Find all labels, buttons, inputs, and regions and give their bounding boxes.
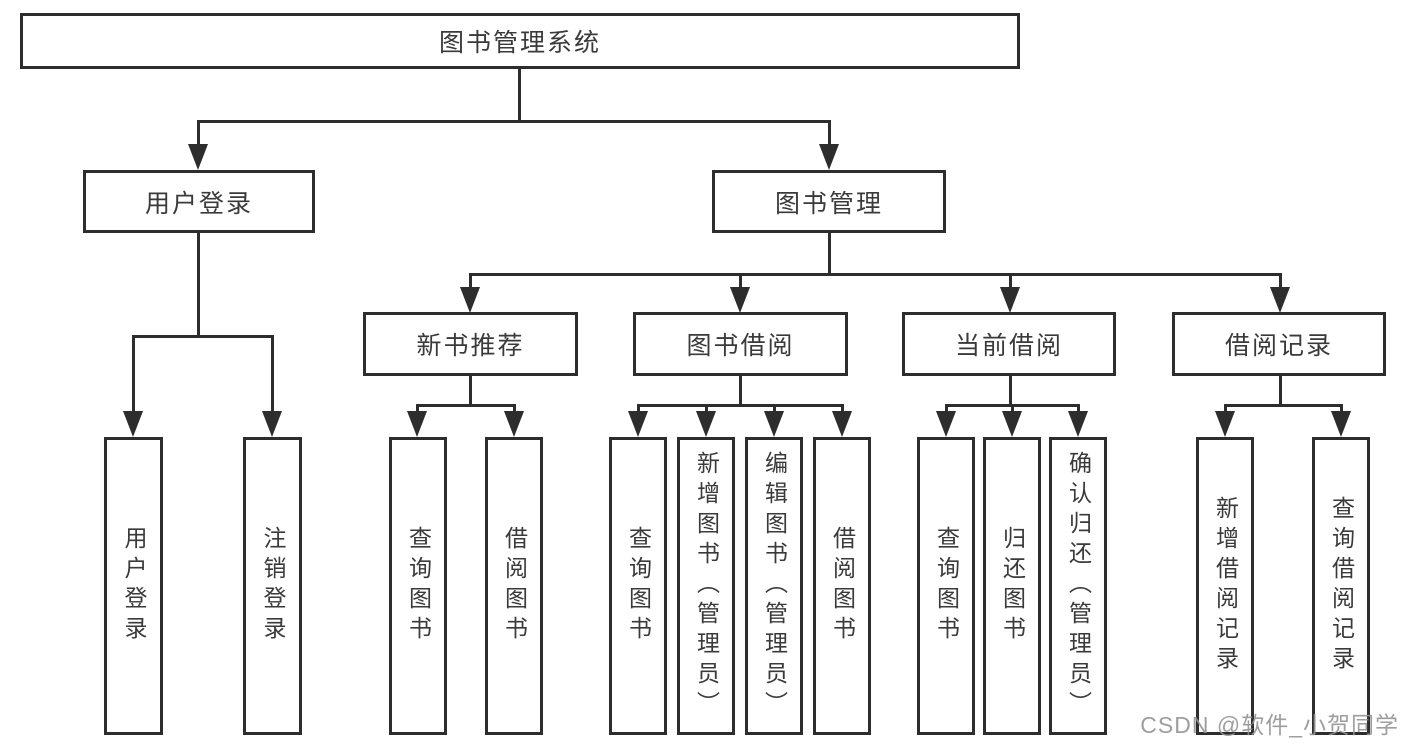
connector-vline bbox=[469, 273, 472, 291]
connector-vline bbox=[828, 233, 831, 273]
connector-vline bbox=[1009, 376, 1012, 404]
arrow-down-icon bbox=[696, 411, 716, 437]
node-leaf-edit-books-admin: 编辑图书（管理员） bbox=[745, 437, 803, 735]
arrow-down-icon bbox=[407, 411, 427, 437]
connector-vline bbox=[1340, 404, 1343, 416]
connector-vline bbox=[518, 69, 521, 120]
node-leaf-add-borrow-record: 新增借阅记录 bbox=[1196, 437, 1254, 735]
csdn-watermark: CSDN @软件_小贺同学 bbox=[1140, 712, 1399, 738]
connector-vline bbox=[1077, 404, 1080, 416]
node-leaf-borrow-books-recommend: 借阅图书 bbox=[485, 437, 543, 735]
node-leaf-add-books-admin: 新增图书（管理员） bbox=[677, 437, 735, 735]
node-leaf-query-borrow-record: 查询借阅记录 bbox=[1312, 437, 1370, 735]
arrow-down-icon bbox=[832, 411, 852, 437]
arrow-down-icon bbox=[819, 144, 839, 170]
node-book-borrowing: 图书借阅 bbox=[633, 312, 848, 376]
arrow-down-icon bbox=[460, 287, 480, 313]
connector-vline bbox=[132, 335, 135, 415]
arrow-down-icon bbox=[730, 287, 750, 313]
connector-vline bbox=[705, 404, 708, 416]
connector-vline bbox=[841, 404, 844, 416]
arrow-down-icon bbox=[123, 411, 143, 437]
node-current-borrowing: 当前借阅 bbox=[902, 312, 1116, 376]
connector-vline bbox=[828, 120, 831, 150]
connector-vline bbox=[945, 404, 948, 416]
node-leaf-query-books-recommend: 查询图书 bbox=[389, 437, 447, 735]
connector-vline bbox=[197, 233, 200, 335]
arrow-down-icon bbox=[504, 411, 524, 437]
arrow-down-icon bbox=[1270, 287, 1290, 313]
arrow-down-icon bbox=[1331, 411, 1351, 437]
node-leaf-query-books-borrowing: 查询图书 bbox=[609, 437, 667, 735]
connector-vline bbox=[513, 404, 516, 416]
connector-hline bbox=[637, 404, 844, 407]
connector-vline bbox=[271, 335, 274, 415]
connector-vline bbox=[739, 376, 742, 404]
arrow-down-icon bbox=[1215, 411, 1235, 437]
connector-vline bbox=[637, 404, 640, 416]
connector-hline bbox=[197, 120, 830, 123]
connector-hline bbox=[132, 335, 273, 338]
arrow-down-icon bbox=[1000, 287, 1020, 313]
node-borrowing-records: 借阅记录 bbox=[1172, 312, 1386, 376]
node-user-login: 用户登录 bbox=[83, 170, 315, 233]
connector-vline bbox=[1279, 273, 1282, 291]
node-new-book-recommendation: 新书推荐 bbox=[363, 312, 578, 376]
arrow-down-icon bbox=[262, 411, 282, 437]
connector-vline bbox=[1279, 376, 1282, 404]
arrow-down-icon bbox=[764, 411, 784, 437]
node-leaf-confirm-return-admin: 确认归还（管理员） bbox=[1049, 437, 1107, 735]
arrow-down-icon bbox=[1002, 411, 1022, 437]
connector-hline bbox=[416, 404, 516, 407]
node-book-management: 图书管理 bbox=[712, 170, 946, 233]
node-library-management-system: 图书管理系统 bbox=[20, 13, 1020, 69]
arrow-down-icon bbox=[188, 144, 208, 170]
node-leaf-logout: 注销登录 bbox=[243, 437, 302, 735]
connector-vline bbox=[416, 404, 419, 416]
connector-vline bbox=[469, 376, 472, 404]
connector-vline bbox=[739, 273, 742, 291]
node-leaf-user-login: 用户登录 bbox=[104, 437, 163, 735]
connector-hline bbox=[469, 273, 1281, 276]
connector-vline bbox=[1011, 404, 1014, 416]
arrow-down-icon bbox=[936, 411, 956, 437]
node-leaf-return-books: 归还图书 bbox=[983, 437, 1041, 735]
connector-hline bbox=[1224, 404, 1343, 407]
connector-vline bbox=[773, 404, 776, 416]
connector-vline bbox=[197, 120, 200, 150]
connector-vline bbox=[1224, 404, 1227, 416]
arrow-down-icon bbox=[1068, 411, 1088, 437]
connector-vline bbox=[1009, 273, 1012, 291]
node-leaf-borrow-books: 借阅图书 bbox=[813, 437, 871, 735]
arrow-down-icon bbox=[628, 411, 648, 437]
node-leaf-query-books-current: 查询图书 bbox=[917, 437, 975, 735]
